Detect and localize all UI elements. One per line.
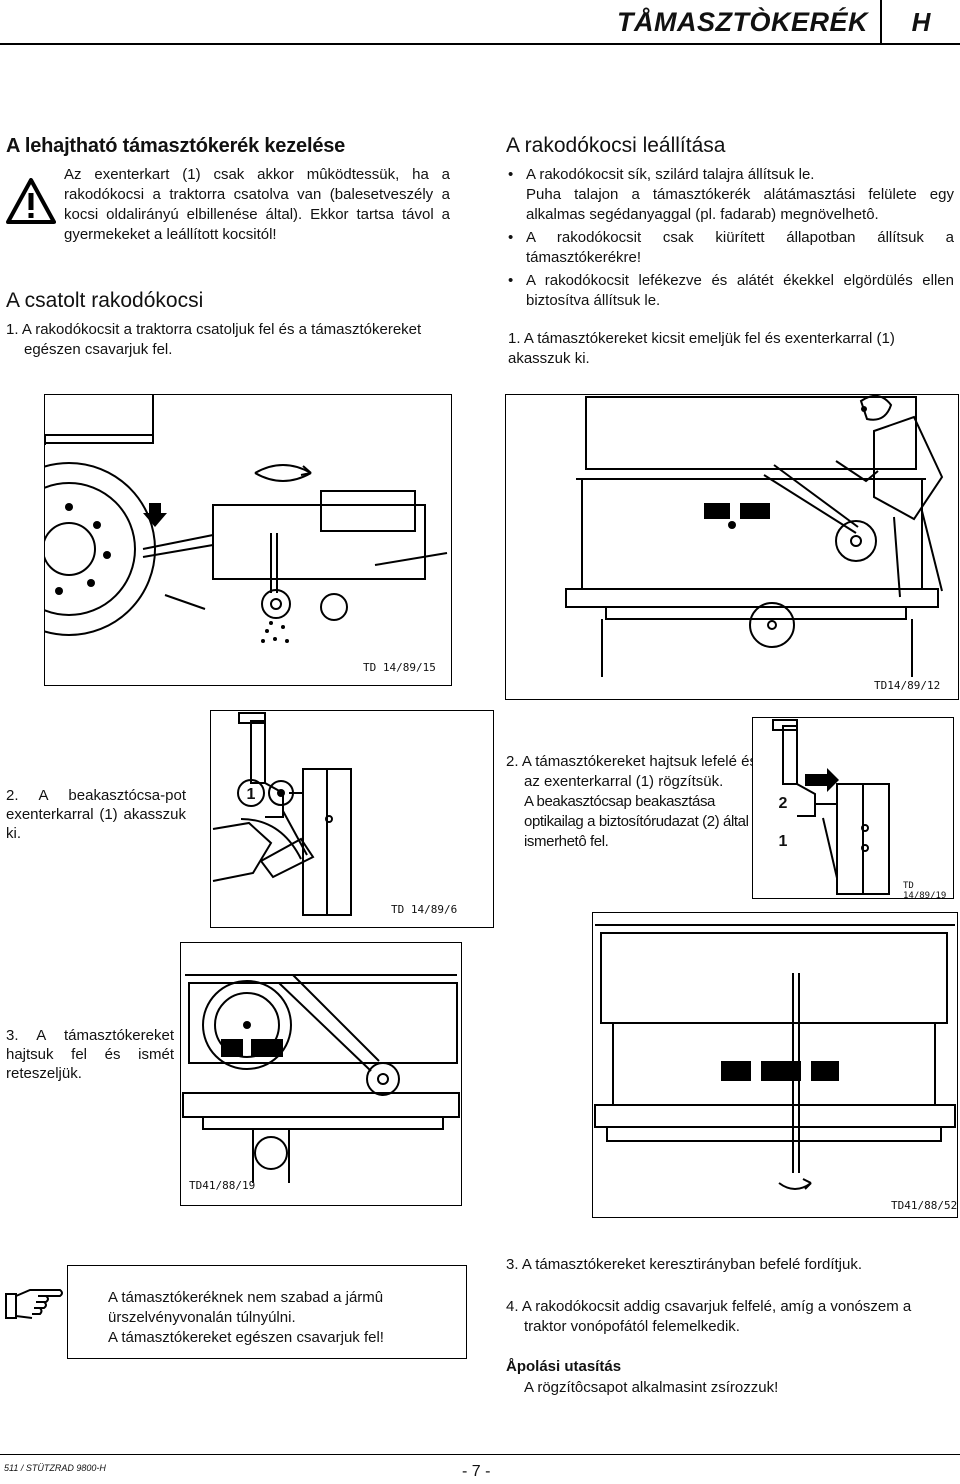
language-badge: H	[880, 0, 960, 44]
figure-code: TD 14/89/6	[391, 903, 458, 916]
figure-code: TD41/88/19	[189, 1179, 256, 1192]
bullet-item: A rakodókocsit csak kiürített állapotban…	[508, 228, 954, 268]
right-step-1: 1. A támasztókereket kicsit emeljük fel …	[508, 330, 895, 367]
left-step-2: 2. A beakasztócsa-pot exenterkarral (1) …	[6, 786, 186, 843]
bullet-item: A rakodókocsit sík, szilárd talajra állí…	[508, 165, 954, 225]
subheading-coupled-wagon: A csatolt rakodókocsi	[6, 289, 204, 312]
figure-code: TD41/88/52	[891, 1199, 958, 1212]
note-box: A támasztókeréknek nem szabad a jármû ür…	[67, 1265, 467, 1359]
figure-wheel-fold-up: TD41/88/19	[180, 942, 462, 1206]
bullet-item: A rakodókocsit lefékezve és alátét ékekk…	[508, 271, 954, 311]
step-3-text: 3. A támasztókereket hajtsuk fel és ismé…	[6, 1027, 174, 1082]
care-heading: Åpolási utasítás	[506, 1358, 622, 1375]
section-heading-parking: A rakodókocsi leállítása	[506, 134, 726, 157]
footer-doc-id: 511 / STÜTZRAD 9800-H	[4, 1463, 106, 1473]
parking-instructions: A rakodókocsit sík, szilárd talajra állí…	[508, 165, 954, 314]
figure-code: TD 14/89/19	[903, 881, 947, 899]
bullet-note: Puha talajon a támasztókerék alátámasztá…	[526, 186, 954, 223]
callout-1: 1	[778, 833, 788, 850]
warning-icon	[6, 178, 56, 224]
care-text: A rögzítôcsapot alkalmasint zsírozzuk!	[524, 1379, 779, 1396]
note-text: A támasztókeréknek nem szabad a jármû ür…	[108, 1289, 384, 1326]
footer-rule	[0, 1454, 960, 1455]
figure-safety-linkage: 2 1 TD 14/89/19	[752, 717, 954, 899]
callout-1: 1	[246, 786, 256, 803]
figure-hook-pin-detail: 1 TD 14/89/6	[210, 710, 494, 928]
figure-wagon-parking: TD14/89/12	[505, 394, 959, 700]
page-title: TÅMASZTÒKERÉK	[617, 7, 868, 37]
figure-code: TD 14/89/15	[363, 661, 436, 674]
figure-wheel-rotate: TD41/88/52	[592, 912, 958, 1218]
left-step-1: 1. A rakodókocsit a traktorra csatoljuk …	[6, 321, 422, 358]
right-step-4: 4. A rakodókocsit addig csavarjuk felfel…	[506, 1298, 912, 1335]
figure-code: TD14/89/12	[874, 679, 941, 692]
pointing-hand-icon	[4, 1286, 66, 1324]
right-step-3: 3. A támasztókereket keresztirányban bef…	[506, 1256, 863, 1273]
section-heading-operation: A lehajtható támasztókerék kezelése	[6, 135, 346, 157]
step-2-note: A beakasztócsap beakasztása optikailag a…	[524, 793, 749, 850]
page-number: - 7 -	[462, 1463, 491, 1480]
figure-tractor-coupled: TD 14/89/15	[44, 394, 452, 686]
left-step-3: 3. A támasztókereket hajtsuk fel és ismé…	[6, 1026, 174, 1083]
step-2-text: 2. A beakasztócsa-pot exenterkarral (1) …	[6, 787, 186, 842]
warning-text: Az exenterkart (1) csak akkor mûködtessü…	[64, 166, 450, 243]
note-text: A támasztókereket egészen csavarjuk fel!	[108, 1329, 384, 1346]
header-rule	[0, 43, 960, 45]
right-step-2: 2. A támasztókereket hajtsuk lefelé és a…	[506, 752, 760, 852]
step-2-text: 2. A támasztókereket hajtsuk lefelé és a…	[506, 753, 757, 790]
callout-2: 2	[778, 795, 788, 812]
bullet-text: A rakodókocsit sík, szilárd talajra állí…	[526, 166, 815, 183]
